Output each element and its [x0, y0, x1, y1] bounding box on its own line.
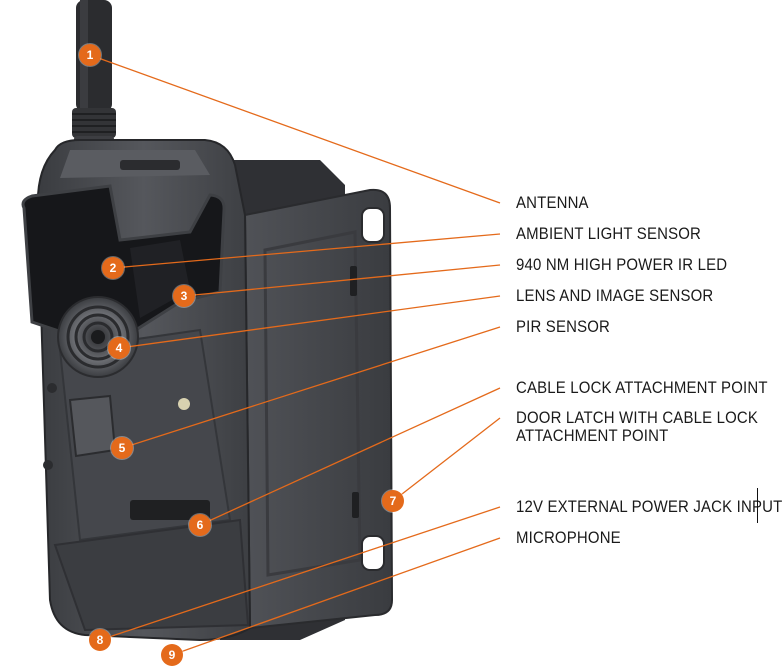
- callout-marker-2: 2: [102, 257, 124, 279]
- leader-line-1: [89, 54, 501, 204]
- leader-line-4: [118, 295, 501, 349]
- leader-line-8: [99, 506, 501, 641]
- callout-label-antenna: ANTENNA: [516, 193, 589, 212]
- callout-marker-8: 8: [89, 629, 111, 651]
- callout-label-door-latch: DOOR LATCH WITH CABLE LOCK ATTACHMENT PO…: [516, 408, 759, 445]
- callout-label-lens: LENS AND IMAGE SENSOR: [516, 286, 714, 305]
- callout-marker-7: 7: [382, 490, 404, 512]
- leader-line-2: [112, 233, 501, 269]
- camera-front-body: [21, 139, 252, 642]
- callout-marker-6: 6: [189, 514, 211, 536]
- leader-line-5: [121, 326, 501, 449]
- callout-label-power-jack: 12V EXTERNAL POWER JACK INPUT: [516, 497, 782, 516]
- callout-label-cable-lock: CABLE LOCK ATTACHMENT POINT: [516, 378, 768, 397]
- lens-part: [57, 296, 139, 378]
- leader-line-9: [171, 537, 501, 656]
- callout-leader-lines: [89, 54, 501, 656]
- callout-marker-5: 5: [111, 437, 133, 459]
- callout-label-pir-sensor: PIR SENSOR: [516, 317, 611, 336]
- callout-label-microphone: MICROPHONE: [516, 528, 621, 547]
- side-door-panel: [243, 188, 394, 630]
- diagram-stage: 1 2 3 4 5 6 7 8 9 ANTENNA AMBIENT LIGHT …: [21, 0, 782, 666]
- callout-marker-4: 4: [108, 337, 130, 359]
- leader-line-6: [199, 387, 501, 526]
- callout-marker-1: 1: [79, 44, 101, 66]
- antenna-part: [72, 0, 116, 156]
- callout-label-ir-led: 940 NM HIGH POWER IR LED: [516, 255, 728, 274]
- callout-marker-3: 3: [173, 285, 195, 307]
- leader-line-3: [183, 264, 501, 297]
- trail-camera-illustration: [21, 0, 501, 656]
- leader-line-7: [392, 417, 501, 502]
- callout-label-ambient-light-sensor: AMBIENT LIGHT SENSOR: [516, 224, 702, 243]
- text-cursor: [757, 488, 758, 523]
- callout-marker-9: 9: [161, 644, 183, 666]
